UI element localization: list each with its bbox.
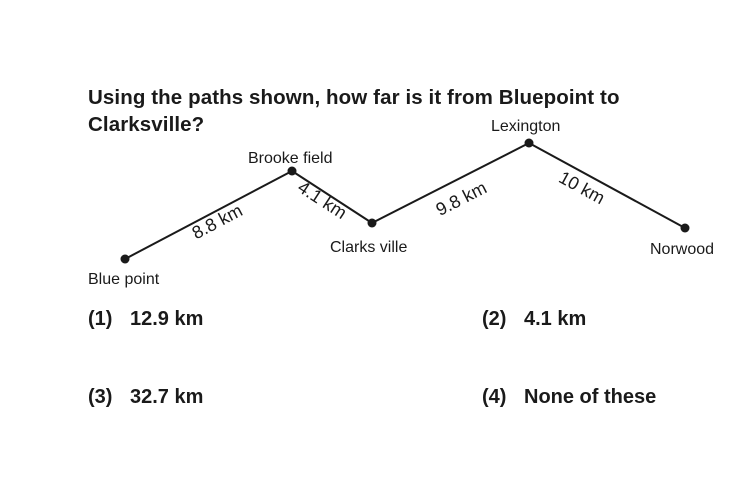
path-lexington-norwood [528,142,686,229]
town-dot-blue-point [120,254,130,264]
town-label-norwood: Norwood [650,241,714,258]
path-bluepoint-brookefield [124,170,293,260]
distance-label-bluepoint-brookefield: 8.8 km [189,200,246,243]
town-dot-lexington [524,138,534,148]
option-number: (3) [88,386,113,408]
question-text: Using the paths shown, how far is it fro… [88,86,620,136]
answer-option-2[interactable]: (2) 4.1 km [482,308,586,331]
option-number: (1) [88,308,113,330]
town-label-lexington: Lexington [491,118,560,135]
path-brookefield-clarksville [291,170,373,224]
distance-label-clarksville-lexington: 9.8 km [433,177,490,219]
town-label-clarks-ville: Clarks ville [330,239,407,256]
path-lines [124,142,686,260]
answer-option-3[interactable]: (3) 32.7 km [88,386,203,409]
town-dot-brooke-field [287,166,297,176]
option-number: (4) [482,386,507,408]
town-label-brooke-field: Brooke field [248,150,333,167]
option-text: None of these [524,386,657,408]
option-number: (2) [482,308,507,330]
town-dot-clarks-ville [367,218,377,228]
distance-label-brookefield-clarksville: 4.1 km [294,177,350,223]
answer-option-1[interactable]: (1) 12.9 km [88,308,203,331]
path-clarksville-lexington [371,142,530,224]
town-dot-norwood [680,223,690,233]
answer-option-4[interactable]: (4) None of these [482,386,656,409]
town-label-blue-point: Blue point [88,271,160,288]
option-text: 32.7 km [130,386,204,408]
option-text: 4.1 km [524,308,587,330]
distance-label-lexington-norwood: 10 km [556,167,609,208]
option-text: 12.9 km [130,308,204,330]
